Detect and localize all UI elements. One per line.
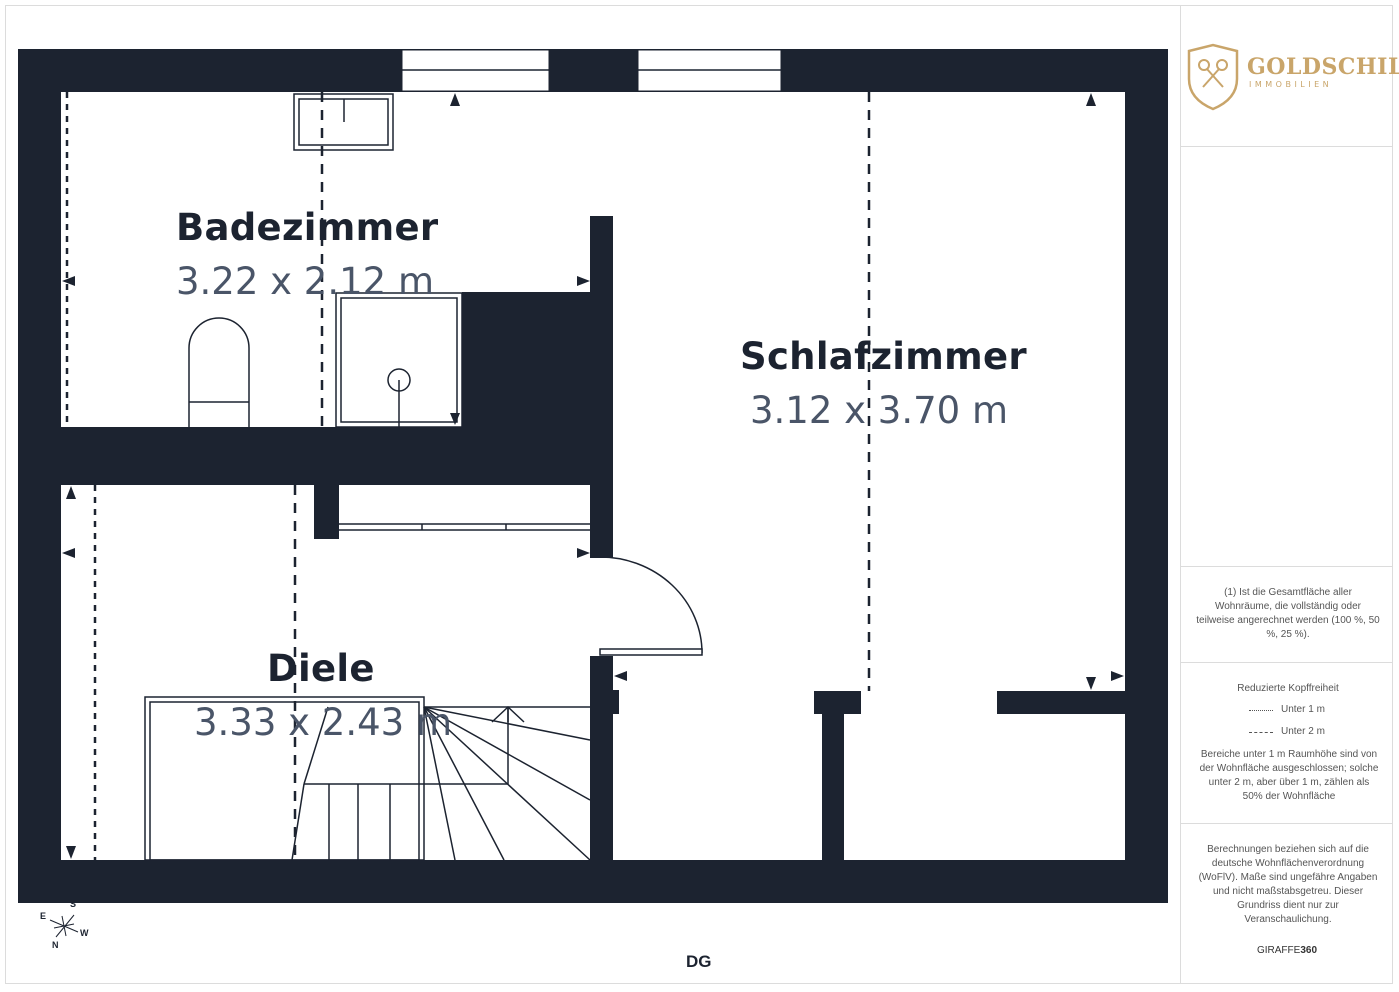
headroom-lines: [65, 92, 871, 860]
sidebar-divider: [1181, 662, 1393, 663]
dimension-arrows: [62, 93, 1124, 859]
walls: [18, 49, 1168, 903]
area-note: (1) Ist die Gesamtfläche aller Wohnräume…: [1196, 587, 1380, 640]
legend-under-1: Unter 1 m: [1281, 704, 1325, 715]
logo-name: GOLDSCHILD: [1247, 54, 1399, 80]
brand-prefix: GIRAFFE: [1256, 945, 1301, 956]
room-name-diele: Diele: [267, 647, 375, 690]
windows: [401, 49, 782, 92]
giraffe360-brand: GIRAFFE360: [1181, 945, 1393, 956]
room-name-schlafzimmer: Schlafzimmer: [740, 335, 1027, 378]
door: [599, 556, 703, 656]
closet-rail: [339, 523, 590, 531]
headroom-text: Bereiche unter 1 m Raumhöhe sind von der…: [1199, 749, 1379, 802]
room-dimensions-badezimmer: 3.22 x 2.12 m: [176, 260, 434, 303]
room-name-badezimmer: Badezimmer: [176, 206, 439, 249]
room-dimensions-schlafzimmer: 3.12 x 3.70 m: [750, 389, 1008, 432]
brand-suffix: 360: [1300, 945, 1318, 956]
legend-dotted-line: [1249, 710, 1273, 711]
shield-logo-icon: [1187, 43, 1239, 111]
disclaimer: Berechnungen beziehen sich auf die deuts…: [1198, 844, 1378, 925]
compass-rose: [49, 914, 79, 938]
sidebar-divider: [1181, 823, 1393, 824]
sidebar-divider: [1181, 566, 1393, 567]
sink: [293, 93, 394, 151]
compass-w-label: W: [80, 928, 89, 938]
compass-s-label: S: [70, 899, 77, 909]
legend-under-2: Unter 2 m: [1281, 726, 1325, 737]
floor-plan-drawing: [18, 49, 1168, 938]
compass-n-label: N: [52, 940, 59, 950]
toilet: [188, 317, 250, 427]
shower: [335, 292, 463, 428]
compass-e-label: E: [40, 911, 47, 921]
legend-dashed-line: [1249, 732, 1273, 733]
room-dimensions-diele: 3.33 x 2.43 m: [194, 701, 452, 744]
sidebar-panel: GOLDSCHILD IMMOBILIEN (1) Ist die Gesamt…: [1180, 5, 1399, 984]
floor-label: DG: [686, 952, 712, 971]
sidebar-divider: [1181, 146, 1393, 147]
logo-subtitle: IMMOBILIEN: [1249, 80, 1333, 89]
page-frame: [5, 5, 1393, 984]
headroom-title: Reduzierte Kopffreiheit: [1237, 683, 1339, 694]
staircase: [144, 696, 591, 861]
floor-plan: Badezimmer 3.22 x 2.12 m Schlafzimmer 3.…: [18, 49, 1168, 971]
